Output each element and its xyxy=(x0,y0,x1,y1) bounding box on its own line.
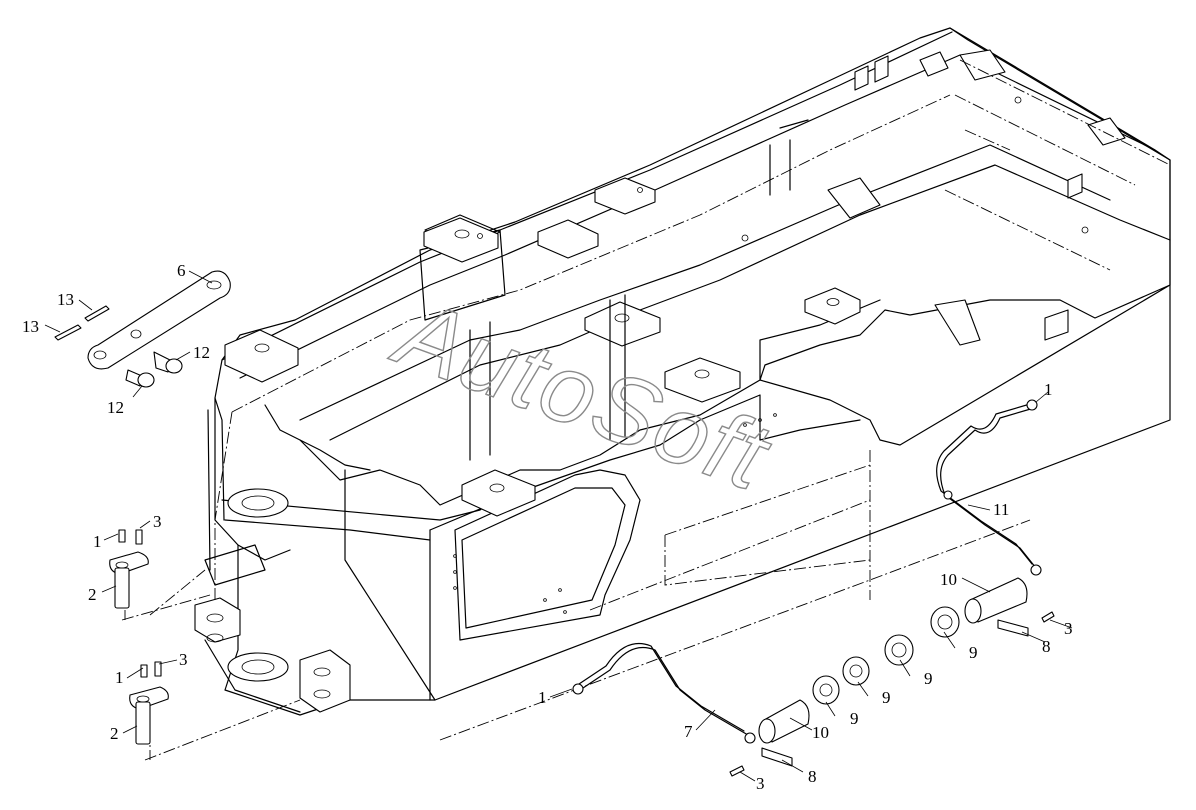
callout-9-a: 9 xyxy=(969,643,978,662)
callout-13-upper: 13 xyxy=(57,290,74,309)
pin-assembly-lower xyxy=(129,661,169,745)
callout-1-lower-pin: 1 xyxy=(115,668,124,687)
callout-3-lower-clamp: 3 xyxy=(756,774,765,793)
callout-10-lower: 10 xyxy=(812,723,829,742)
callout-1-hose-7: 1 xyxy=(538,688,547,707)
callout-7: 7 xyxy=(684,722,693,741)
callout-3-upper-pin: 3 xyxy=(153,512,162,531)
main-frame xyxy=(194,27,1171,716)
watermark-text: AutoSoft xyxy=(380,277,784,511)
callout-2-upper-pin: 2 xyxy=(88,585,97,604)
guide-lines xyxy=(121,59,1171,761)
callout-6: 6 xyxy=(177,261,186,280)
callout-3-upper-clamp: 3 xyxy=(1064,619,1073,638)
callout-3-lower-pin: 3 xyxy=(179,650,188,669)
link-assembly xyxy=(54,270,231,388)
callout-9-b: 9 xyxy=(924,669,933,688)
callout-1-hose-11: 1 xyxy=(1044,380,1053,399)
hose-7 xyxy=(572,642,756,744)
callout-12-bottom: 12 xyxy=(107,398,124,417)
callout-11: 11 xyxy=(993,500,1009,519)
callout-1-upper-pin: 1 xyxy=(93,532,102,551)
callout-8-upper: 8 xyxy=(1042,637,1051,656)
hose-11 xyxy=(936,399,1042,576)
sleeve-assembly xyxy=(729,577,1055,777)
callout-9-c: 9 xyxy=(882,688,891,707)
callout-9-d: 9 xyxy=(850,709,859,728)
callout-8-lower: 8 xyxy=(808,767,817,786)
leader-lines xyxy=(44,270,1073,782)
pin-assembly-upper xyxy=(109,529,149,609)
callout-12-right: 12 xyxy=(193,343,210,362)
callout-13-lower: 13 xyxy=(22,317,39,336)
callout-10-upper: 10 xyxy=(940,570,957,589)
watermark: AutoSoft xyxy=(379,277,784,513)
callout-labels: 6 13 13 12 12 1 3 2 1 3 2 1 7 1 11 10 3 … xyxy=(22,261,1073,793)
callout-2-lower-pin: 2 xyxy=(110,724,119,743)
